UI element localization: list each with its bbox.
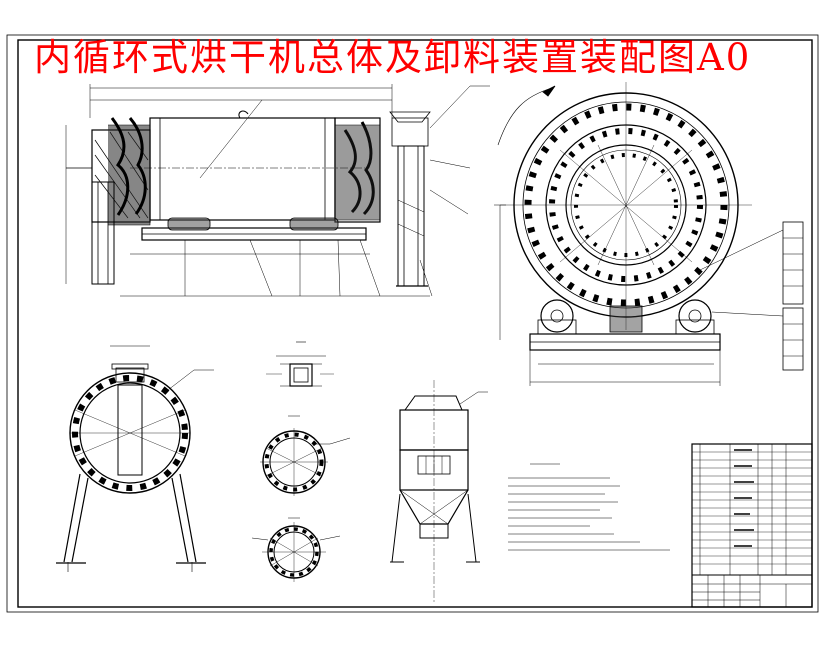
parts-list-title-block	[691, 443, 813, 608]
technical-notes-block	[508, 463, 670, 551]
drum-end-view	[494, 82, 804, 386]
detail-views	[251, 341, 351, 582]
drawing-title: 内循环式烘干机总体及卸料装置装配图A0	[34, 36, 752, 79]
dryer-elevation-view	[65, 84, 490, 297]
drum-section-view	[56, 345, 214, 572]
outer-border	[6, 34, 819, 613]
discharge-hopper-view	[390, 380, 488, 602]
inner-border	[17, 39, 813, 608]
